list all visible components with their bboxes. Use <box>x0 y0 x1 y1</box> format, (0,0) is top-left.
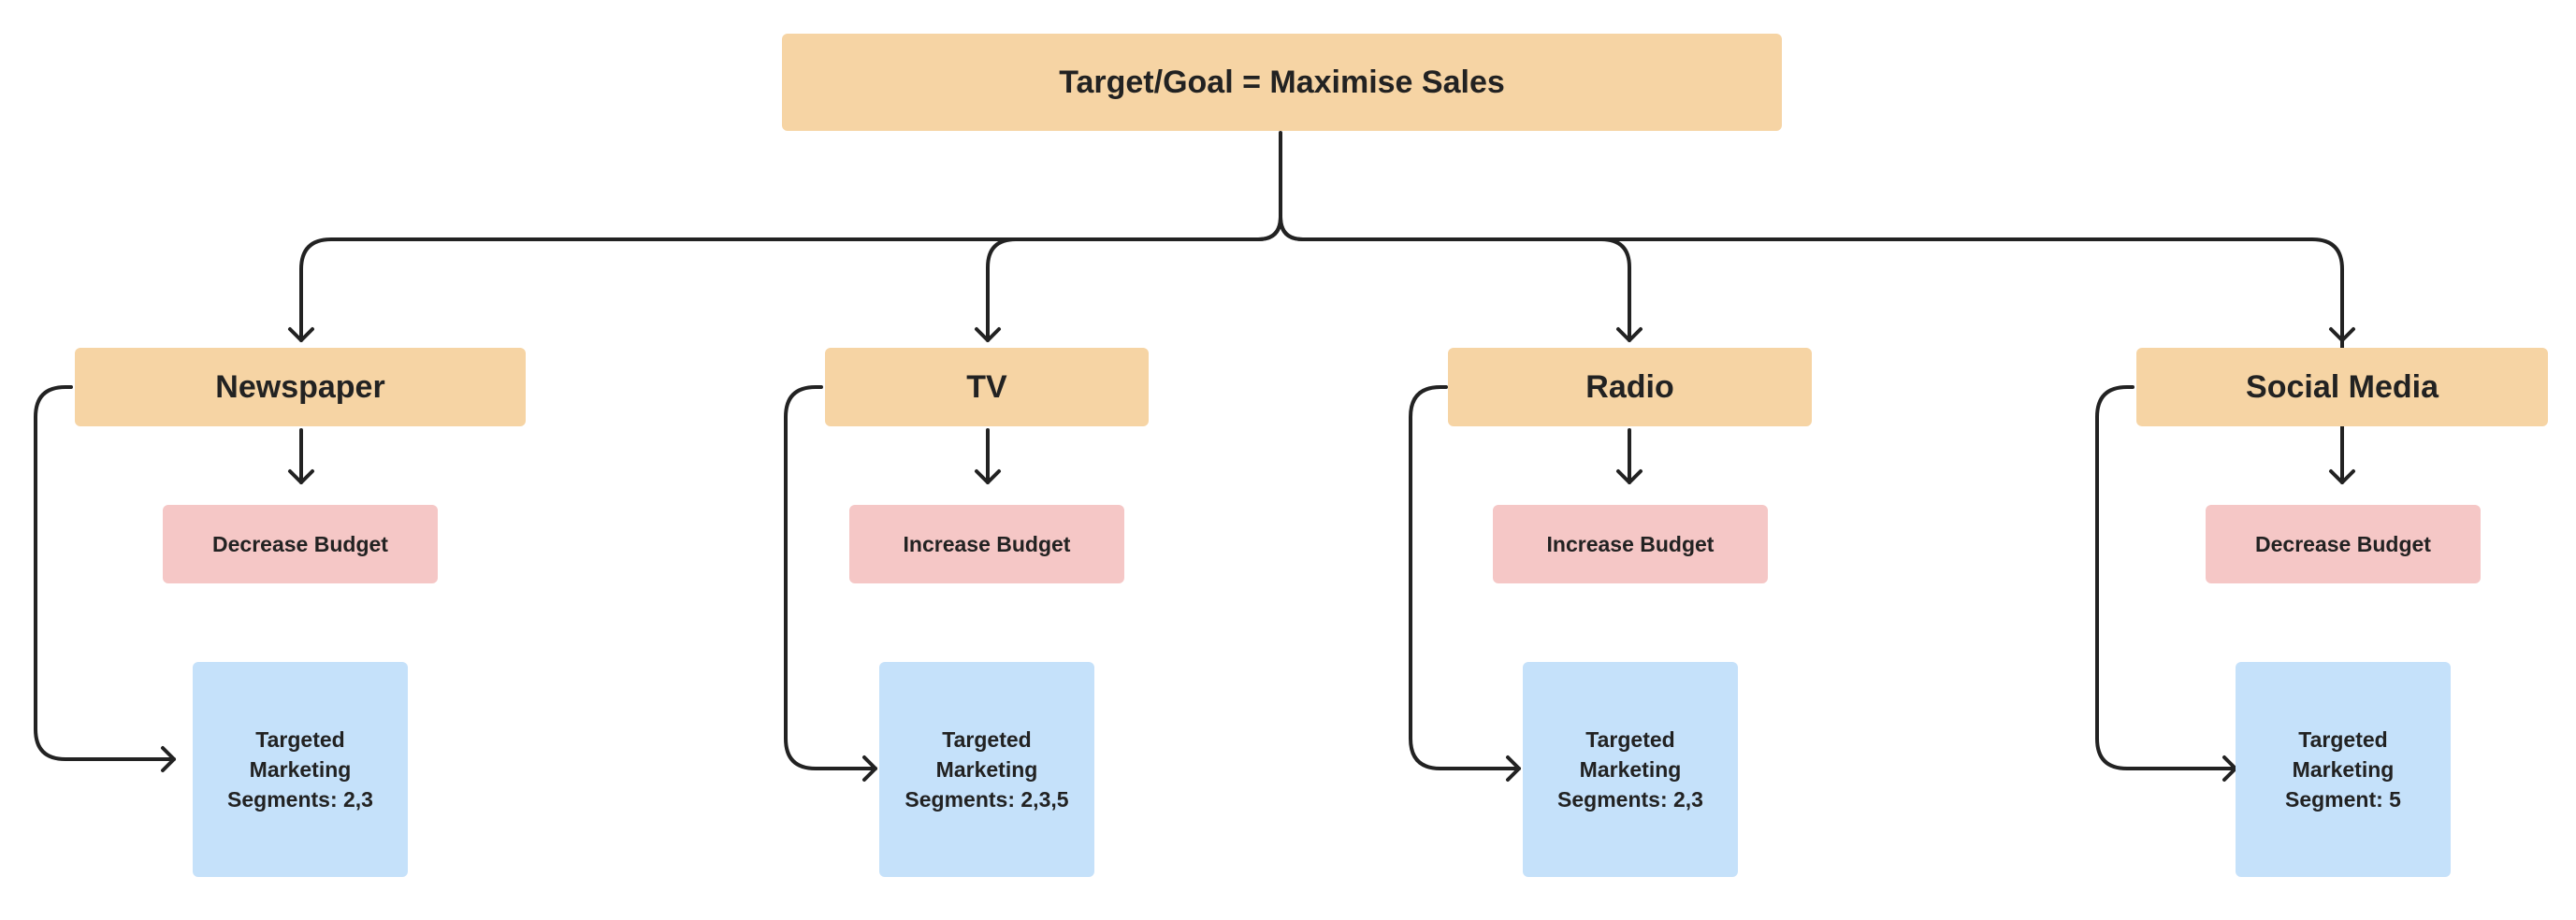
channel-box-newspaper: Newspaper <box>75 348 526 426</box>
segment-label-tv: Targeted Marketing Segments: 2,3,5 <box>904 727 1069 812</box>
branch-line-newspaper <box>299 215 1282 342</box>
budget-box-social-media: Decrease Budget <box>2206 505 2481 583</box>
channel-label-social-media: Social Media <box>2246 368 2439 405</box>
segment-label-social-media: Targeted Marketing Segment: 5 <box>2285 727 2401 812</box>
branch-line-tv <box>986 215 1282 342</box>
channel-box-social-media: Social Media <box>2136 348 2548 426</box>
goal-box: Target/Goal = Maximise Sales <box>782 34 1782 131</box>
budget-arrowhead-radio <box>1616 469 1643 484</box>
goal-label: Target/Goal = Maximise Sales <box>1059 64 1505 100</box>
arrowhead-tv <box>975 327 1001 342</box>
budget-box-newspaper: Decrease Budget <box>163 505 438 583</box>
budget-arrowhead-newspaper <box>288 469 314 484</box>
branch-line-social-media <box>1279 215 2344 482</box>
segment-box-radio: Targeted Marketing Segments: 2,3 <box>1523 662 1738 877</box>
segment-loop-arrowhead-tv <box>862 755 877 782</box>
arrowhead-social-media <box>2329 327 2355 342</box>
arrowhead-radio <box>1616 327 1643 342</box>
segment-loop-line-radio <box>1409 385 1521 770</box>
segment-label-newspaper: Targeted Marketing Segments: 2,3 <box>227 727 373 812</box>
budget-arrowhead-social-media <box>2329 469 2355 484</box>
budget-box-tv: Increase Budget <box>849 505 1124 583</box>
segment-box-social-media: Targeted Marketing Segment: 5 <box>2236 662 2451 877</box>
segment-loop-arrowhead-newspaper <box>161 746 176 772</box>
segment-loop-line-social-media <box>2095 385 2237 770</box>
budget-arrowhead-tv <box>975 469 1001 484</box>
channel-label-newspaper: Newspaper <box>215 368 385 405</box>
budget-label-radio: Increase Budget <box>1546 531 1715 556</box>
channel-label-radio: Radio <box>1585 368 1674 405</box>
channel-box-tv: TV <box>825 348 1149 426</box>
channel-label-tv: TV <box>966 368 1007 405</box>
channel-box-radio: Radio <box>1448 348 1812 426</box>
segment-label-radio: Targeted Marketing Segments: 2,3 <box>1557 727 1703 812</box>
budget-label-tv: Increase Budget <box>903 531 1071 556</box>
segment-loop-arrowhead-radio <box>1506 755 1521 782</box>
branch-line-radio <box>1279 215 1631 342</box>
segment-loop-line-newspaper <box>34 385 176 761</box>
budget-label-newspaper: Decrease Budget <box>212 531 388 556</box>
budget-label-social-media: Decrease Budget <box>2255 531 2431 556</box>
budget-box-radio: Increase Budget <box>1493 505 1768 583</box>
segment-loop-line-tv <box>784 385 877 770</box>
segment-box-newspaper: Targeted Marketing Segments: 2,3 <box>193 662 408 877</box>
segment-box-tv: Targeted Marketing Segments: 2,3,5 <box>879 662 1094 877</box>
arrowhead-newspaper <box>288 327 314 342</box>
